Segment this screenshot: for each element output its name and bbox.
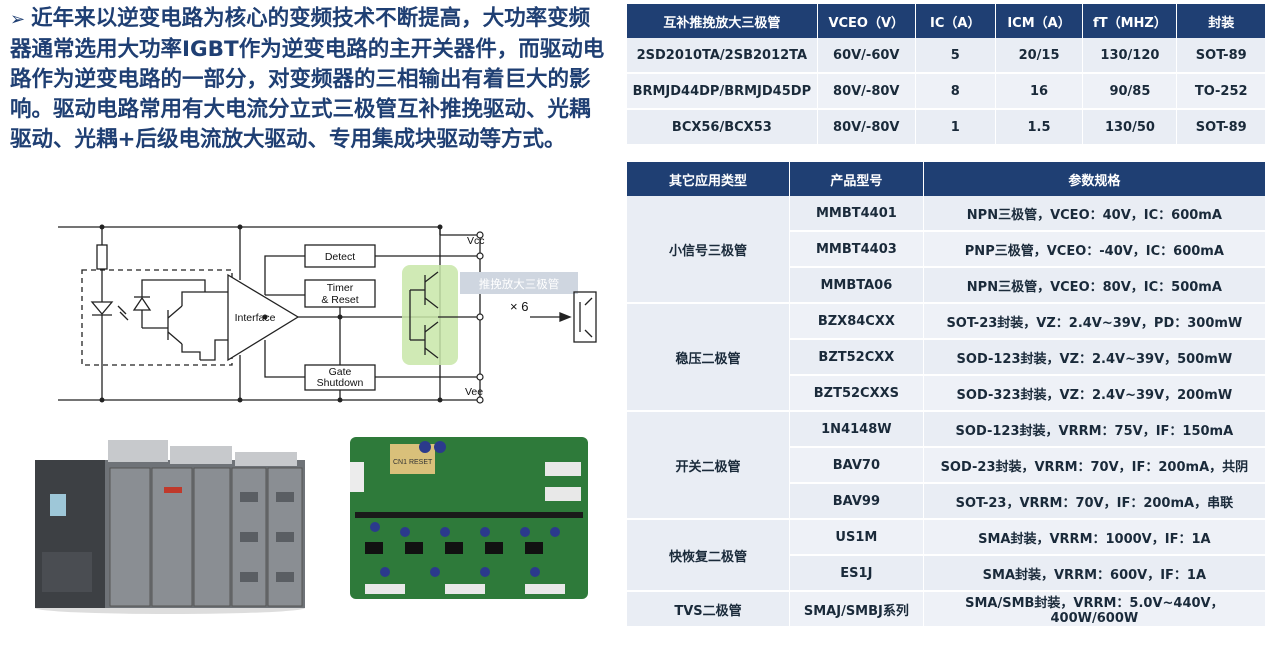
table-cell: BZT52CXXS [789,375,924,412]
table-cell: US1M [789,519,924,556]
timer-label: Timer [327,282,354,294]
table-cell: NPN三极管，VCEO：80V，IC：500mA [923,267,1267,304]
table-row: BAV70 SOD-23封装，VRRM：70V，IF：200mA，共阴 [627,447,1267,484]
igbt-module-icon [530,291,597,343]
table-cell: NPN三极管，VCEO：40V，IC：600mA [923,196,1267,232]
table-cell: BZT52CXX [789,339,924,376]
table-cell: SOT-23，VRRM：70V，IF：200mA，串联 [923,483,1267,520]
table-cell: 16 [995,73,1084,110]
vcc-label: Vcc [467,235,485,247]
resistor-icon [96,244,108,270]
table-cell: 90/85 [1082,73,1178,110]
table-cell: TO-252 [1176,73,1266,110]
top-rail-wire [58,226,441,235]
table-cell: 1N4148W [789,411,924,448]
table-cell: SMA封装，VRRM：1000V，IF：1A [923,519,1267,556]
table-cell: SOT-89 [1176,38,1266,74]
led-icon [90,301,114,316]
category-cell: TVS二极管 [627,591,791,628]
category-cell: 快恢复二极管 [627,519,791,592]
shutdown-label: Shutdown [317,377,364,389]
driver-pcb-image: CN1 RESET [350,437,588,599]
table-row: MMBT4403 PNP三极管，VCEO：-40V，IC：600mA [627,231,1267,268]
table-cell: SOD-23封装，VRRM：70V，IF：200mA，共阴 [923,447,1267,484]
table-cell: BAV70 [789,447,924,484]
optocoupler-box [81,269,233,366]
photodiode-icon [132,296,152,311]
category-cell: 稳压二极管 [627,303,791,412]
pushpull-label-box [460,272,578,294]
inverter-cabinet-image [35,440,305,614]
gate-driver-circuit-diagram: Detect Timer & Reset Interface Gate Shut… [58,224,597,404]
table-cell: 8 [915,73,996,110]
table-header-cell: fT（MHZ） [1082,4,1178,38]
table-row: 开关二极管 1N4148W SOD-123封装，VRRM：75V，IF：150m… [627,411,1267,520]
table-cell: ES1J [789,555,924,592]
table-cell: 1.5 [995,109,1084,146]
table-header-cell: 参数规格 [923,162,1267,196]
table-row: BZT52CXX SOD-123封装，VZ：2.4V~39V，500mW [627,339,1267,376]
table-cell: SOD-123封装，VZ：2.4V~39V，500mW [923,339,1267,376]
table-cell: SOD-323封装，VZ：2.4V~39V，200mW [923,375,1267,412]
table-header-cell: IC（A） [915,4,996,38]
table-cell: BCX56/BCX53 [627,109,818,146]
table-row: BAV99 SOT-23，VRRM：70V，IF：200mA，串联 [627,483,1267,520]
table-cell: 80V/-80V [817,73,916,110]
pushpull-label: 推挽放大三极管 [479,277,560,291]
table-cell: MMBTA06 [789,267,924,304]
table-cell: 2SD2010TA/2SB2012TA [627,38,818,74]
table-row: 快恢复二极管 US1M SMA封装，VRRM：1000V，IF：1A [627,519,1267,592]
table-row: 稳压二极管 BZX84CXX SOT-23封装，VZ：2.4V~39V，PD：3… [627,303,1267,412]
table-cell: 1 [915,109,996,146]
table-row: BRMJD44DP/BRMJD45DP 80V/-80V 8 16 90/85 … [627,73,1266,110]
table-cell: BZX84CXX [789,303,924,340]
table-header-cell: 互补推挽放大三极管 [627,4,818,38]
table-cell: SOD-123封装，VRRM：75V，IF：150mA [923,411,1267,448]
table-cell: MMBT4403 [789,231,924,268]
table-cell: BAV99 [789,483,924,520]
category-cell: 小信号三极管 [627,196,791,304]
table-row: 小信号三极管 MMBT4401 NPN三极管，VCEO：40V，IC：600mA [627,196,1267,304]
arrow-bullet-icon: ➢ [10,9,26,30]
table-row: BZT52CXXS SOD-323封装，VZ：2.4V~39V，200mW [627,375,1267,412]
table-cell: 20/15 [995,38,1084,74]
table-header-cell: ICM（A） [995,4,1084,38]
pcb-silkscreen-label: CN1 RESET [393,459,433,466]
table-cell: SMAJ/SMBJ系列 [789,591,924,628]
table-cell: 60V/-60V [817,38,916,74]
table-header-cell: 产品型号 [789,162,924,196]
detect-label: Detect [325,251,355,263]
pushpull-transistor-table: 互补推挽放大三极管 VCEO（V） IC（A） ICM（A） fT（MHZ） 封… [627,4,1266,146]
vee-label: Vee [465,386,483,398]
other-applications-table: 其它应用类型 产品型号 参数规格 小信号三极管 MMBT4401 NPN三极管，… [627,162,1267,628]
table-cell: 5 [915,38,996,74]
table-header-cell: VCEO（V） [817,4,916,38]
table-cell: PNP三极管，VCEO：-40V，IC：600mA [923,231,1267,268]
category-cell: 开关二极管 [627,411,791,520]
times-six-label: × 6 [510,299,528,314]
table-header-row: 互补推挽放大三极管 VCEO（V） IC（A） ICM（A） fT（MHZ） 封… [627,4,1266,38]
table-row: 2SD2010TA/2SB2012TA 60V/-60V 5 20/15 130… [627,38,1266,74]
table-header-cell: 封装 [1176,4,1266,38]
intro-paragraph: ➢近年来以逆变电路为核心的变频技术不断提高，大功率变频器通常选用大功率IGBT作… [10,4,610,155]
reset-label: & Reset [321,294,358,306]
intro-text: 近年来以逆变电路为核心的变频技术不断提高，大功率变频器通常选用大功率IGBT作为… [10,6,605,152]
table-cell: 80V/-80V [817,109,916,146]
table-cell: 130/120 [1082,38,1178,74]
table-row: ES1J SMA封装，VRRM：600V，IF：1A [627,555,1267,592]
table-cell: SOT-89 [1176,109,1266,146]
table-cell: BRMJD44DP/BRMJD45DP [627,73,818,110]
table-row: BCX56/BCX53 80V/-80V 1 1.5 130/50 SOT-89 [627,109,1266,146]
interface-label: Interface [235,312,276,324]
table-header-row: 其它应用类型 产品型号 参数规格 [627,162,1267,196]
table-row: TVS二极管 SMAJ/SMBJ系列 SMA/SMB封装，VRRM：5.0V~4… [627,591,1267,628]
table-cell: SMA/SMB封装，VRRM：5.0V~440V，400W/600W [923,591,1267,628]
table-cell: SMA封装，VRRM：600V，IF：1A [923,555,1267,592]
table-cell: 130/50 [1082,109,1178,146]
table-row: MMBTA06 NPN三极管，VCEO：80V，IC：500mA [627,267,1267,304]
gate-label: Gate [329,366,352,378]
table-header-cell: 其它应用类型 [627,162,791,196]
table-cell: MMBT4401 [789,196,924,232]
table-cell: SOT-23封装，VZ：2.4V~39V，PD：300mW [923,303,1267,340]
